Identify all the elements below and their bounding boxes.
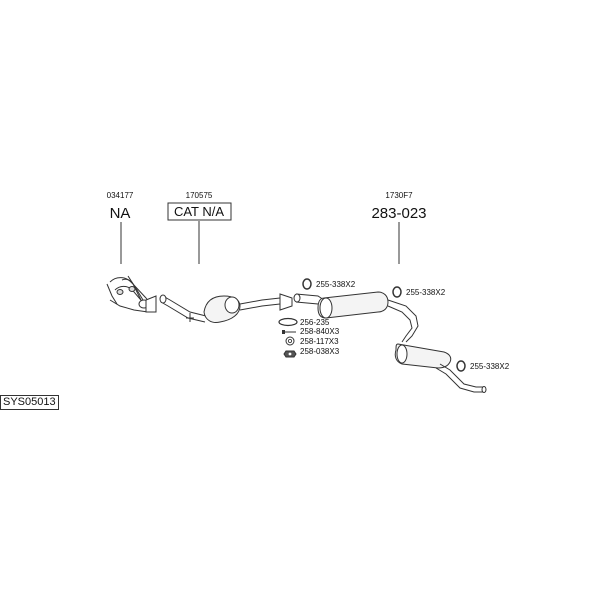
part-3-ref: 1730F7 [385, 191, 413, 200]
part-2-code-box [167, 202, 232, 221]
gasket-icon [278, 317, 298, 327]
fitting-6[interactable]: 258-038X3 [283, 347, 340, 358]
part-1-callout[interactable]: 034177 NA [107, 191, 134, 264]
part-2-ref: 170575 [186, 191, 213, 200]
fitting-7-label: 255-338X2 [470, 362, 510, 371]
fitting-7[interactable]: 255-338X2 [456, 360, 510, 372]
part-2-code[interactable]: CAT N/A [174, 204, 224, 219]
part-1-ref: 034177 [107, 191, 134, 200]
fitting-1-label: 255-338X2 [316, 280, 356, 289]
silencer-part[interactable] [293, 291, 487, 393]
fitting-4[interactable]: 258-840X3 [282, 327, 340, 336]
part-1-code[interactable]: NA [110, 205, 131, 222]
system-code-label: SYS05013 [0, 395, 59, 410]
fitting-3-label: 256-235 [300, 318, 330, 327]
fitting-5[interactable]: 258-117X3 [285, 336, 339, 346]
rubber-mount-icon [392, 286, 402, 298]
fitting-3[interactable]: 256-235 [278, 317, 330, 327]
part-3-callout[interactable]: 1730F7 283-023 [371, 191, 427, 264]
front-pipe-part[interactable] [106, 275, 157, 313]
rubber-mount-icon [456, 360, 466, 372]
part-2-callout[interactable]: 170575 CAT N/A [167, 191, 232, 264]
fitting-2-label: 255-338X2 [406, 288, 446, 297]
fitting-2[interactable]: 255-338X2 [392, 286, 446, 298]
catalytic-converter-part[interactable] [159, 293, 293, 323]
fitting-1[interactable]: 255-338X2 [302, 278, 356, 290]
rubber-mount-icon [302, 278, 312, 290]
fitting-4-label: 258-840X3 [300, 327, 340, 336]
fitting-5-label: 258-117X3 [300, 337, 339, 346]
fitting-6-label: 258-038X3 [300, 347, 340, 356]
part-3-code[interactable]: 283-023 [371, 205, 426, 222]
